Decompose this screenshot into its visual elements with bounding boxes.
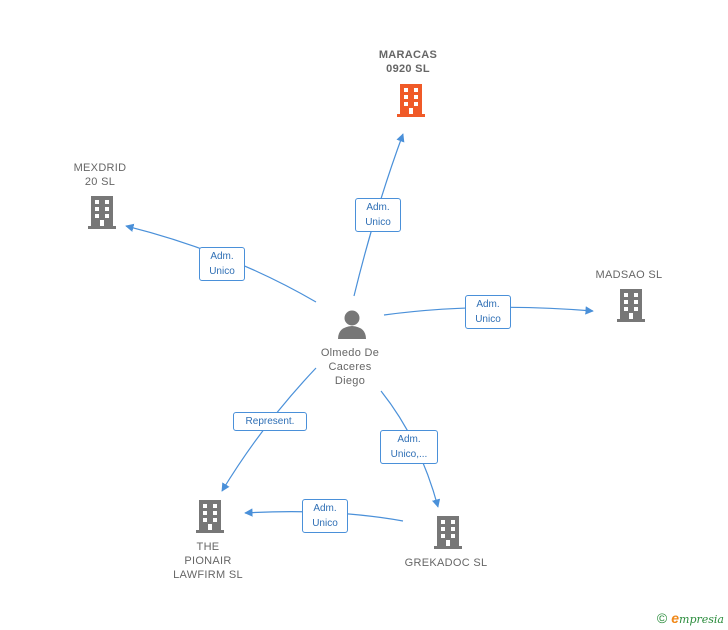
node-label-madsao[interactable]: MADSAO SL — [595, 269, 663, 281]
node-label-grekadoc[interactable]: GREKADOC SL — [404, 557, 488, 569]
edge-label-to-pionair[interactable]: Represent. — [233, 412, 307, 431]
edge-label-to-mexdrid[interactable]: Adm. Unico — [199, 247, 245, 281]
edge-label-to-grekadoc[interactable]: Adm. Unico,... — [380, 430, 438, 464]
copyright-symbol: © — [656, 610, 668, 626]
building-icon[interactable] — [88, 196, 116, 229]
building-icon[interactable] — [196, 500, 224, 533]
building-icon[interactable] — [434, 516, 462, 549]
footer-brand: © empresia — [657, 610, 724, 626]
empresia-logo[interactable]: empresia — [671, 610, 724, 626]
node-label-pionair[interactable]: THE PIONAIR LAWFIRM SL — [173, 541, 243, 581]
edge-label-to-madsao[interactable]: Adm. Unico — [465, 295, 511, 329]
building-icon[interactable] — [617, 289, 645, 322]
edge-label-to-maracas[interactable]: Adm. Unico — [355, 198, 401, 232]
node-label-person[interactable]: Olmedo De Caceres Diego — [320, 347, 380, 387]
edge-label-grekadoc-to-pionair[interactable]: Adm. Unico — [302, 499, 348, 533]
node-label-maracas[interactable]: MARACAS 0920 SL — [378, 49, 438, 75]
person-icon[interactable] — [338, 310, 366, 340]
building-icon[interactable] — [397, 84, 425, 117]
node-label-mexdrid[interactable]: MEXDRID 20 SL — [73, 162, 127, 188]
